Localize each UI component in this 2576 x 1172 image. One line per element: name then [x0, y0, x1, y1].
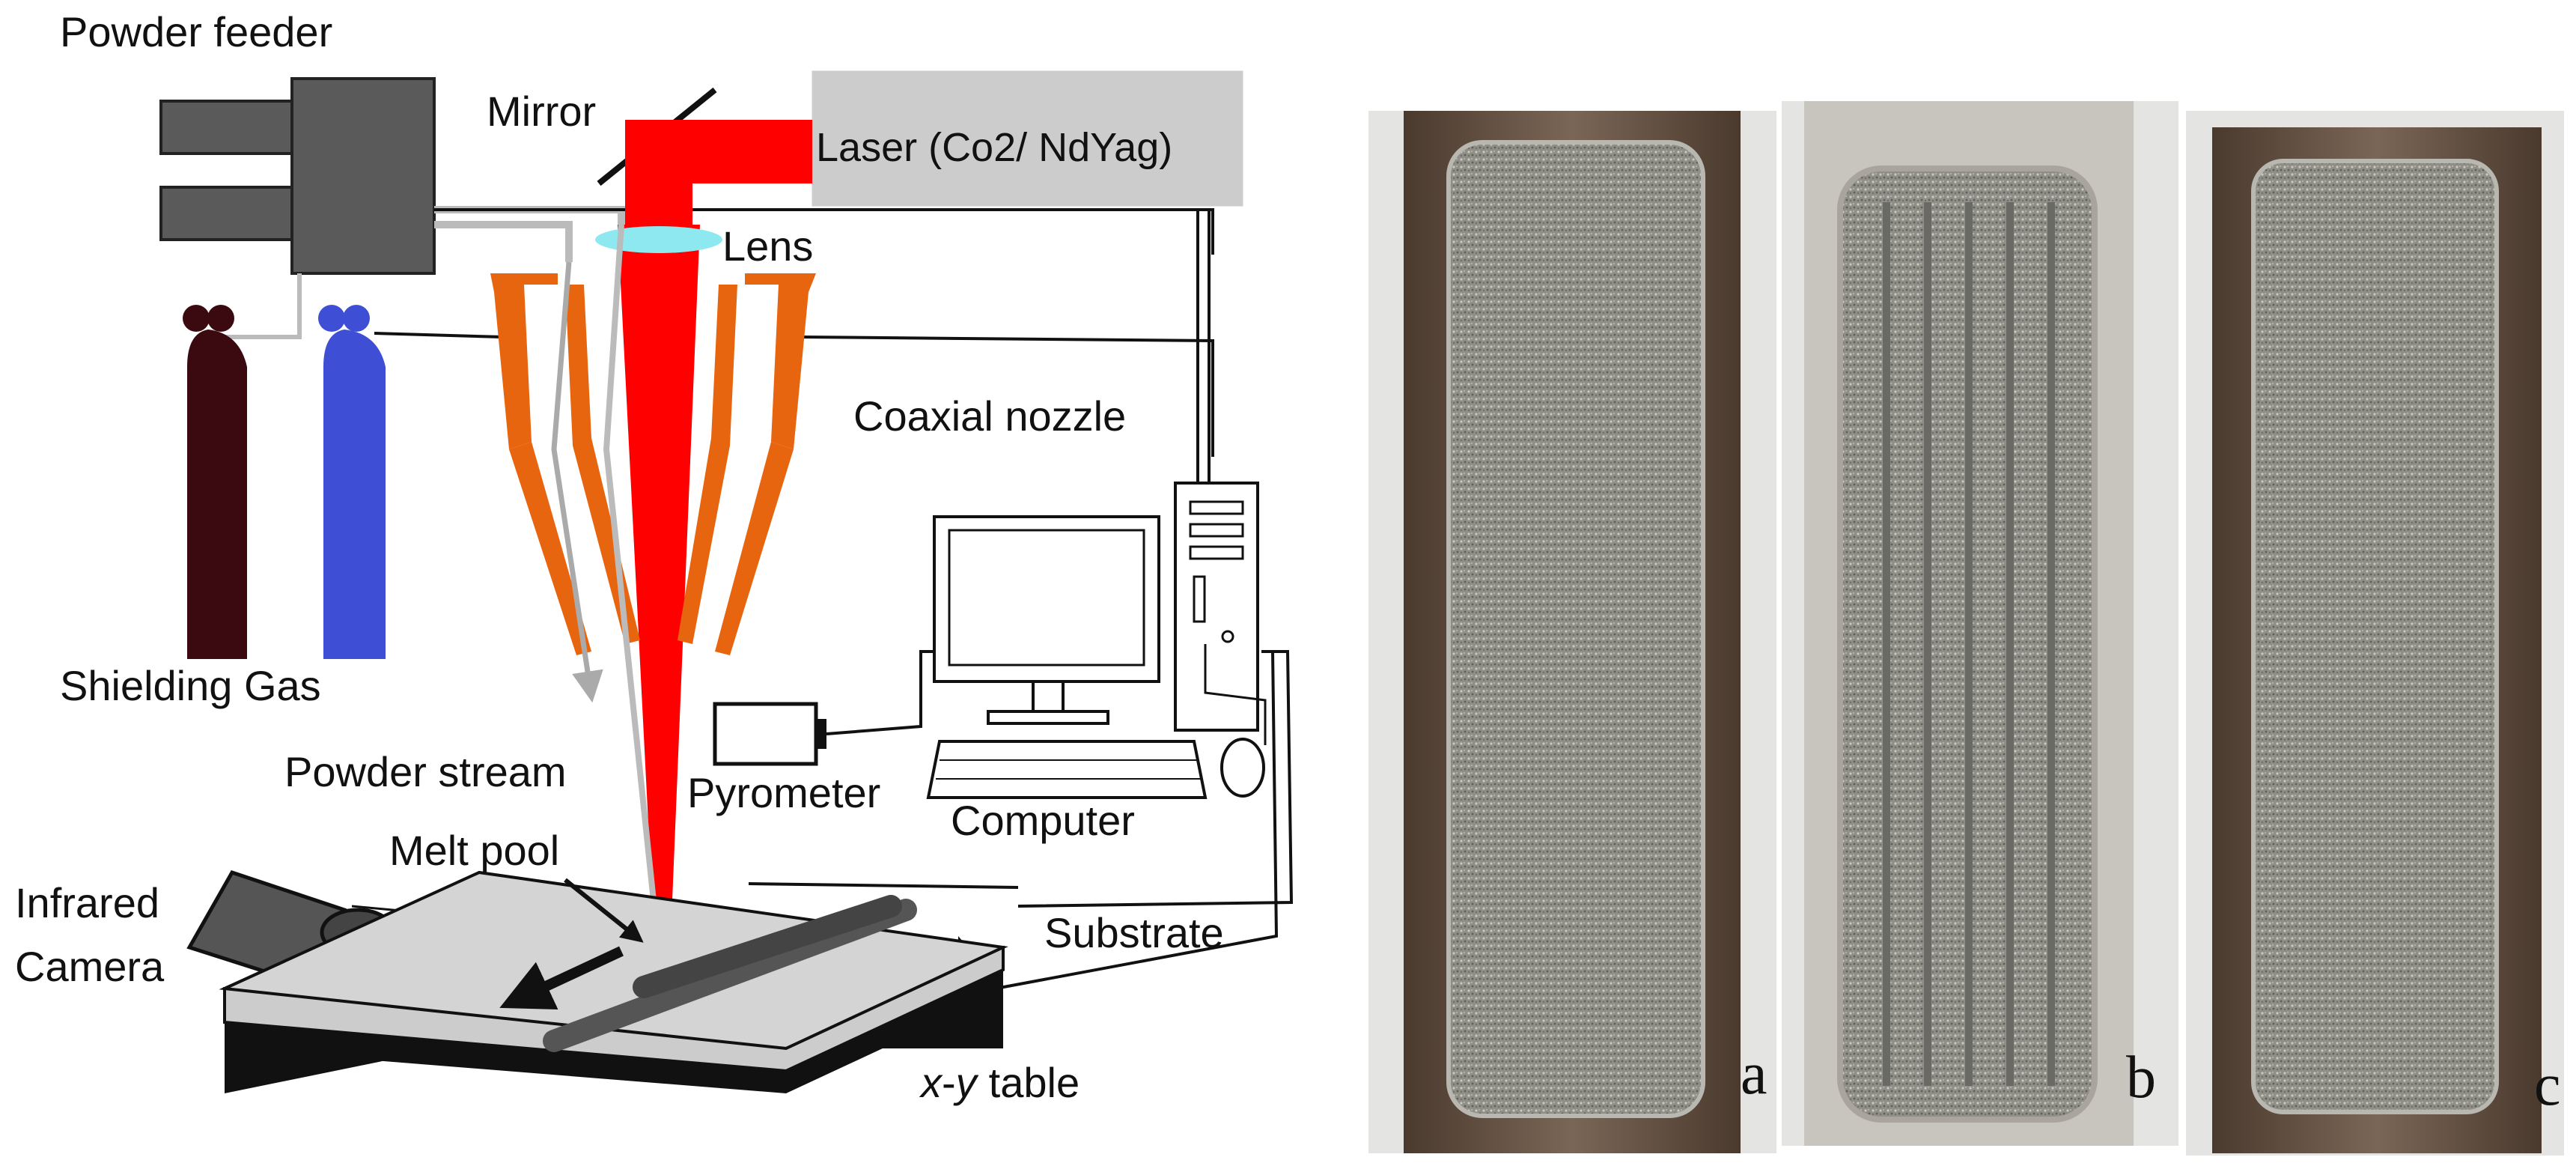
tower-bay-1	[1189, 500, 1244, 515]
laser-beam-horizontal	[625, 120, 812, 232]
label-infrared: Infrared	[15, 879, 159, 926]
feeder-hopper-top	[159, 100, 293, 155]
pyrometer	[713, 650, 934, 766]
monitor-stand	[1032, 680, 1065, 713]
label-laser: Laser (Co2/ NdYag)	[816, 125, 1172, 170]
cylinder-valve-b	[207, 305, 234, 332]
tower-bay-2	[1189, 523, 1244, 538]
nozzle-right-outer-top	[745, 273, 816, 449]
feeder-box	[290, 77, 436, 275]
xy-table	[219, 870, 1008, 1093]
xy-x: x	[919, 1059, 943, 1106]
pyrometer-body	[713, 702, 818, 766]
xy-y: y	[953, 1059, 979, 1106]
powder-stream-left	[551, 261, 603, 703]
scan-direction-arrow	[499, 946, 624, 1010]
powder-streams	[551, 224, 662, 952]
sample-photos: a b c	[1368, 101, 2564, 1156]
photo-c-label: c	[2534, 1052, 2561, 1118]
photo-b-tracks	[1883, 202, 2055, 1086]
label-camera: Camera	[15, 943, 165, 990]
photo-a: a	[1368, 111, 1776, 1153]
keyboard	[926, 740, 1208, 799]
photo-a-deposit	[1446, 140, 1705, 1118]
cable-pyrometer-pool	[748, 882, 1019, 889]
photo-c: c	[2186, 111, 2564, 1156]
cable-computer-substrate	[995, 651, 1279, 990]
mouse	[1220, 738, 1265, 798]
coaxial-nozzle	[490, 273, 816, 655]
powder-feeder	[159, 77, 436, 275]
photo-a-label: a	[1741, 1041, 1767, 1107]
tower-bay-3	[1189, 545, 1244, 560]
label-computer: Computer	[951, 797, 1135, 844]
nozzle-left-outer-bottom	[509, 442, 591, 655]
laser-source	[812, 70, 1243, 207]
table-cables	[748, 650, 1294, 990]
label-substrate: Substrate	[1044, 909, 1224, 956]
cylinder-valve-a	[318, 305, 345, 332]
label-shielding-gas: Shielding Gas	[60, 662, 321, 709]
photo-b-label: b	[2126, 1045, 2156, 1111]
gas-line-2	[374, 332, 503, 344]
mouse-cable	[1204, 644, 1267, 745]
laser-beam-focus	[618, 225, 700, 955]
laser-beam	[618, 120, 812, 955]
cylinder-valve-a	[183, 305, 210, 332]
nozzle-left-inner	[565, 285, 640, 644]
computer-tower	[1174, 482, 1259, 732]
label-coaxial-nozzle: Coaxial nozzle	[853, 392, 1126, 440]
tower-slot	[1193, 575, 1206, 623]
label-lens: Lens	[722, 222, 813, 270]
signal-line-nozzle	[800, 335, 1214, 457]
feeder-hopper-bottom	[159, 186, 293, 241]
cylinder-valve-b	[343, 305, 370, 332]
cylinder-body	[323, 330, 386, 659]
powder-feed-line-inner	[434, 221, 573, 262]
photo-b: b	[1782, 101, 2178, 1146]
label-pyrometer: Pyrometer	[687, 769, 880, 816]
nozzle-right-inner	[678, 285, 737, 644]
pyrometer-cable	[826, 650, 934, 735]
powder-stream-right	[603, 224, 662, 952]
deposited-track-2	[633, 895, 902, 998]
cable-computer-table	[1017, 650, 1294, 908]
melt-pool-pointer	[564, 878, 644, 943]
nozzle-left-outer-top	[490, 273, 558, 449]
xy-dash: -	[942, 1059, 956, 1106]
tower-power	[1221, 630, 1234, 643]
lens	[595, 226, 722, 253]
gas-cylinder-blue	[318, 305, 386, 659]
signal-line-laser	[434, 208, 1214, 255]
label-powder-feeder: Powder feeder	[60, 8, 332, 55]
xy-table-word: table	[989, 1059, 1080, 1106]
monitor-base	[987, 710, 1109, 725]
schematic: Powder feeder Shielding Ga	[15, 8, 1294, 1106]
photo-c-deposit	[2251, 159, 2499, 1114]
gas-cylinder-dark	[183, 305, 247, 659]
pyrometer-lens	[816, 719, 826, 749]
label-powder-stream: Powder stream	[284, 748, 567, 795]
gas-line-1	[225, 273, 302, 339]
label-mirror: Mirror	[487, 88, 596, 135]
nozzle-right-outer-bottom	[715, 442, 794, 655]
label-melt-pool: Melt pool	[389, 827, 559, 874]
cylinder-body	[187, 330, 247, 659]
monitor-screen	[948, 529, 1145, 667]
shielding-gas-cylinders	[183, 305, 386, 659]
computer	[926, 482, 1267, 799]
feed-lines	[225, 206, 1214, 487]
